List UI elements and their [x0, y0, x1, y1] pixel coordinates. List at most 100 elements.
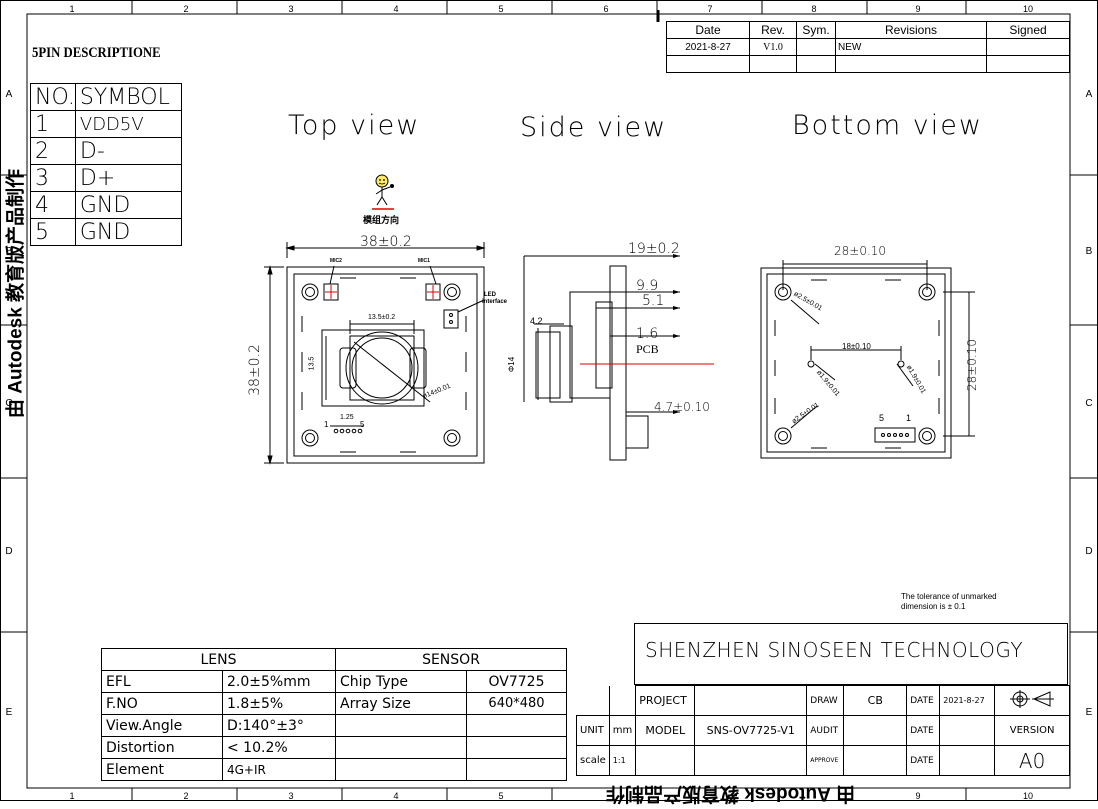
grid-number: 4	[393, 4, 399, 14]
projection-symbol	[994, 685, 1070, 716]
pin-symbol: VDD5V	[74, 110, 183, 138]
lens-sensor-table: LENS SENSOR EFL 2.0±5%mm Chip Type OV772…	[101, 648, 567, 781]
model-value: SNS-OV7725-V1	[694, 715, 808, 746]
mic2-label: MIC2	[330, 258, 342, 264]
bottom-pin-left: 5	[879, 413, 885, 423]
interface-label: interface	[482, 299, 508, 305]
project-value	[694, 685, 808, 716]
grid-number: 9	[915, 791, 921, 801]
scale-spacer	[635, 745, 696, 776]
side-connector-dim: 4.7±0.10	[654, 400, 710, 414]
tolerance-note: The tolerance of unmarked dimension is ±…	[901, 592, 997, 612]
grid-letter: B	[1085, 246, 1093, 257]
grid-number: 5	[498, 4, 504, 14]
top-height-dim: 38±0.2	[247, 344, 263, 396]
project-label: PROJECT	[635, 685, 696, 716]
grid-letter: E	[1085, 707, 1093, 718]
pin-no: 2	[30, 137, 76, 165]
rev-description: NEW	[835, 38, 987, 56]
pin-symbol: D+	[74, 164, 183, 192]
grid-letter: D	[1085, 546, 1093, 557]
sensor-param: Array Size	[335, 692, 467, 715]
top-pin-first: 1	[324, 420, 329, 429]
scale-label: scale	[576, 745, 610, 776]
unit-label: UNIT	[576, 715, 610, 746]
grid-number: 10	[1022, 791, 1033, 801]
pin-no: 1	[30, 110, 76, 138]
scale-value: 1:1	[608, 745, 637, 776]
grid-letter: A	[5, 89, 13, 100]
mic1-label: MIC1	[418, 258, 430, 264]
bottom-height-dim: 28±0.10	[965, 338, 979, 392]
rev-signed	[986, 38, 1070, 56]
grid-number: 10	[1022, 4, 1033, 14]
version-value: A0	[994, 745, 1070, 776]
tolerance-note-line: The tolerance of unmarked	[901, 592, 997, 601]
date3-value	[939, 745, 996, 776]
sensor-value	[466, 714, 567, 737]
grid-number: 3	[288, 791, 294, 801]
side-lens-length: 4.2	[530, 316, 543, 326]
approve-label: APPROVE	[806, 745, 845, 776]
pin-symbol: GND	[74, 191, 183, 219]
rev-header-signed: Signed	[986, 21, 1070, 39]
date-label: DATE	[906, 685, 941, 716]
pin-header-symbol: SYMBOL	[74, 83, 183, 111]
lens-param: View.Angle	[101, 714, 223, 737]
watermark-bottom: 由 Autodesk 教育版产品制作	[606, 783, 856, 804]
top-lens-height: 13.5	[308, 356, 316, 371]
audit-value	[843, 715, 908, 746]
sensor-value	[466, 758, 567, 781]
lens-value: D:140°±3°	[222, 714, 336, 737]
grid-number: 9	[915, 4, 921, 14]
pin-symbol: GND	[74, 218, 183, 246]
pin-no: 4	[30, 191, 76, 219]
pin-no: 3	[30, 164, 76, 192]
date2-label: DATE	[906, 715, 941, 746]
lens-value: 4G+IR	[222, 758, 336, 781]
top-view-title: Top view	[288, 110, 421, 141]
grid-letter: C	[5, 398, 13, 409]
sensor-param	[335, 736, 467, 759]
model-label: MODEL	[635, 715, 696, 746]
lens-value: < 10.2%	[222, 736, 336, 759]
grid-number: 2	[183, 4, 189, 14]
audit-label: AUDIT	[806, 715, 845, 746]
top-view-drawing	[264, 242, 486, 465]
grid-number: 6	[603, 4, 609, 14]
top-width-dim: 38±0.2	[360, 234, 412, 250]
date3-label: DATE	[906, 745, 941, 776]
lens-param: F.NO	[101, 692, 223, 715]
version-label: VERSION	[994, 715, 1070, 746]
sensor-param: Chip Type	[335, 670, 467, 693]
bottom-view-drawing	[760, 260, 975, 459]
direction-figure-icon	[372, 174, 394, 210]
scale-spacer	[694, 745, 808, 776]
watermark-left: 由 Autodesk 教育版产品制作	[5, 168, 27, 419]
rev-header-date: Date	[666, 21, 750, 39]
rev-header-revisions: Revisions	[835, 21, 987, 39]
side-dim-1: 9.9	[636, 278, 659, 294]
top-pin-last: 5	[360, 420, 365, 429]
sensor-value: OV7725	[466, 670, 567, 693]
grid-number: 1	[69, 791, 75, 801]
bottom-mid-dim: 18±0.10	[842, 342, 871, 351]
side-view-drawing	[523, 254, 714, 461]
top-pin-pitch: 1.25	[340, 414, 354, 421]
sensor-value: 640*480	[466, 692, 567, 715]
rev-version: V1.0	[749, 38, 797, 56]
bottom-view-title: Bottom view	[792, 110, 983, 141]
side-view-title: Side view	[520, 112, 668, 143]
grid-letter: D	[5, 546, 13, 557]
grid-letter: E	[5, 707, 13, 718]
lens-header: LENS	[101, 648, 336, 671]
draw-label: DRAW	[806, 685, 845, 716]
date-value: 2021-8-27	[939, 685, 996, 716]
side-diameter: Φ14	[507, 356, 517, 373]
bottom-pin-right: 1	[906, 413, 912, 423]
revision-table: Date Rev. Sym. Revisions Signed 2021-8-2…	[666, 21, 1070, 73]
side-overall-dim: 19±0.2	[628, 241, 680, 257]
title-block-table: PROJECT DRAW CB DATE 2021-8-27 UNIT mm M…	[576, 685, 1070, 776]
approve-value	[843, 745, 908, 776]
